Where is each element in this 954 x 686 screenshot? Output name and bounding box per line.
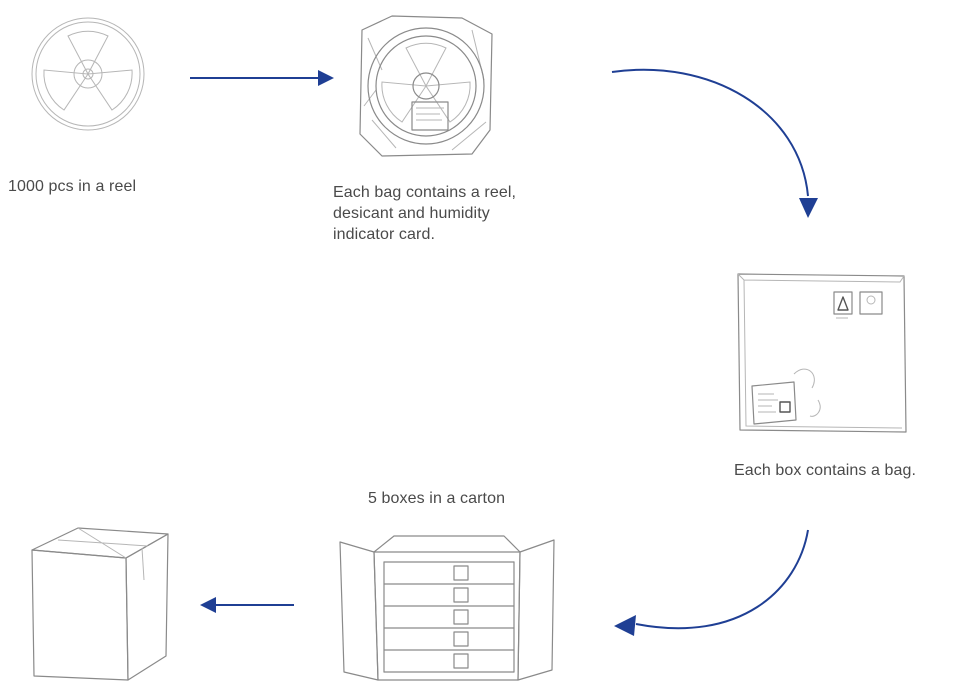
reel-icon	[31, 17, 145, 131]
step-2-caption: Each bag contains a reel, desicant and h…	[333, 184, 517, 243]
step-3-caption: Each box contains a bag.	[734, 462, 917, 479]
step-1-caption: 1000 pcs in a reel	[8, 178, 137, 195]
open-carton-icon	[339, 535, 555, 681]
bagged-reel-icon	[359, 15, 493, 157]
box-icon	[737, 273, 907, 433]
closed-carton-icon	[31, 527, 169, 681]
step-4-caption: 5 boxes in a carton	[368, 490, 506, 507]
